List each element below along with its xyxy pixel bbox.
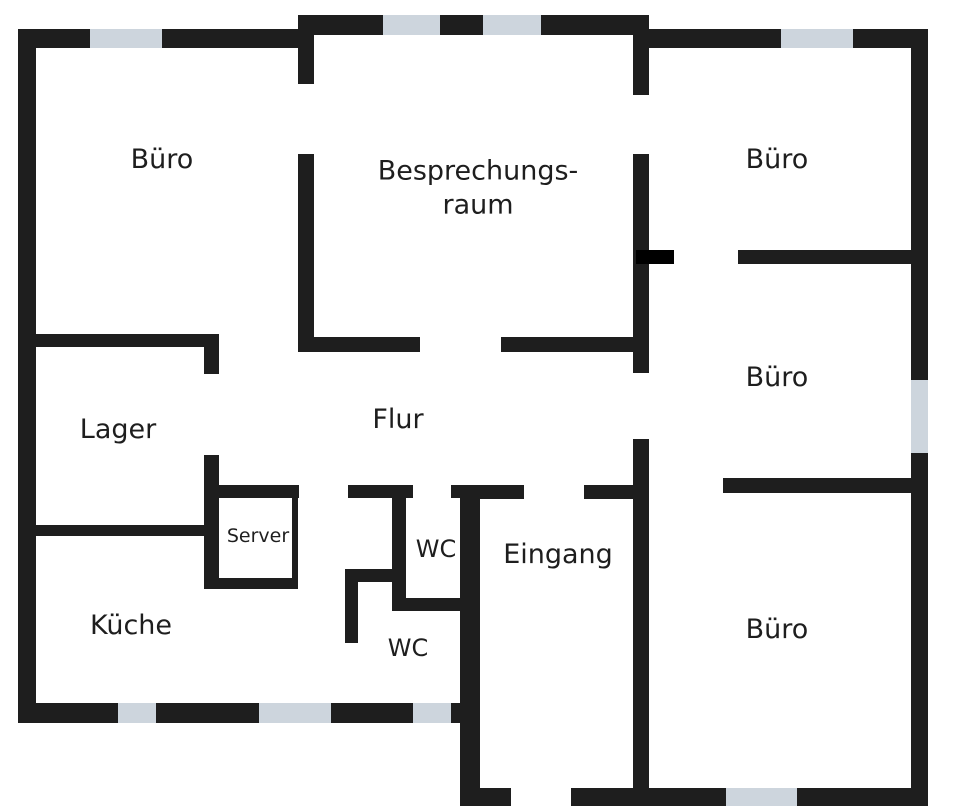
wall [501, 337, 649, 352]
room-label-buero: Büro [745, 614, 809, 646]
wall-top-left [18, 29, 314, 48]
window [726, 788, 797, 806]
wall [292, 498, 298, 578]
wall [392, 598, 462, 611]
wall [584, 485, 649, 499]
wall [298, 29, 314, 84]
wall [480, 485, 524, 499]
window [259, 703, 331, 723]
room-label-besprechungsraum: Besprechungs- raum [378, 154, 579, 222]
wall-left-outer [18, 29, 36, 723]
window [118, 703, 156, 723]
room-label-wc: WC [387, 634, 429, 662]
room-label-wc: WC [415, 535, 457, 563]
room-label-buero: Büro [130, 144, 194, 176]
room-label-line: Besprechungs- [377, 155, 579, 187]
wall [392, 498, 406, 611]
room-label-server: Server [226, 525, 290, 548]
room-label-kueche: Küche [89, 610, 173, 642]
wall [204, 334, 219, 374]
entrance-door-gap [511, 788, 571, 806]
wall [204, 455, 219, 589]
wall [298, 337, 420, 352]
wall-top-right [633, 29, 928, 48]
window [911, 380, 928, 453]
wall [348, 485, 413, 498]
wall-bottom-right [460, 788, 928, 806]
wall [298, 154, 314, 352]
room-label-flur: Flur [372, 404, 424, 436]
room-label-line: raum [442, 189, 514, 220]
room-label-buero: Büro [745, 144, 809, 176]
window [383, 15, 440, 35]
wall [204, 485, 299, 498]
wall [18, 334, 219, 347]
wall [36, 525, 204, 536]
wall [633, 439, 649, 806]
wall [345, 569, 358, 643]
wall [636, 250, 674, 264]
wall [204, 578, 298, 589]
room-label-buero: Büro [745, 362, 809, 394]
room-label-eingang: Eingang [503, 539, 613, 571]
window [483, 15, 541, 35]
wall [451, 485, 480, 498]
window [413, 703, 451, 723]
room-label-lager: Lager [79, 414, 157, 446]
window [781, 29, 853, 48]
wall [633, 29, 649, 95]
wall-eingang-left [460, 486, 480, 806]
wall [738, 250, 911, 264]
wall-bottom-left [18, 703, 480, 723]
wall [723, 478, 911, 493]
wall [345, 569, 406, 582]
wall-top-meeting [298, 15, 649, 35]
window [90, 29, 162, 48]
